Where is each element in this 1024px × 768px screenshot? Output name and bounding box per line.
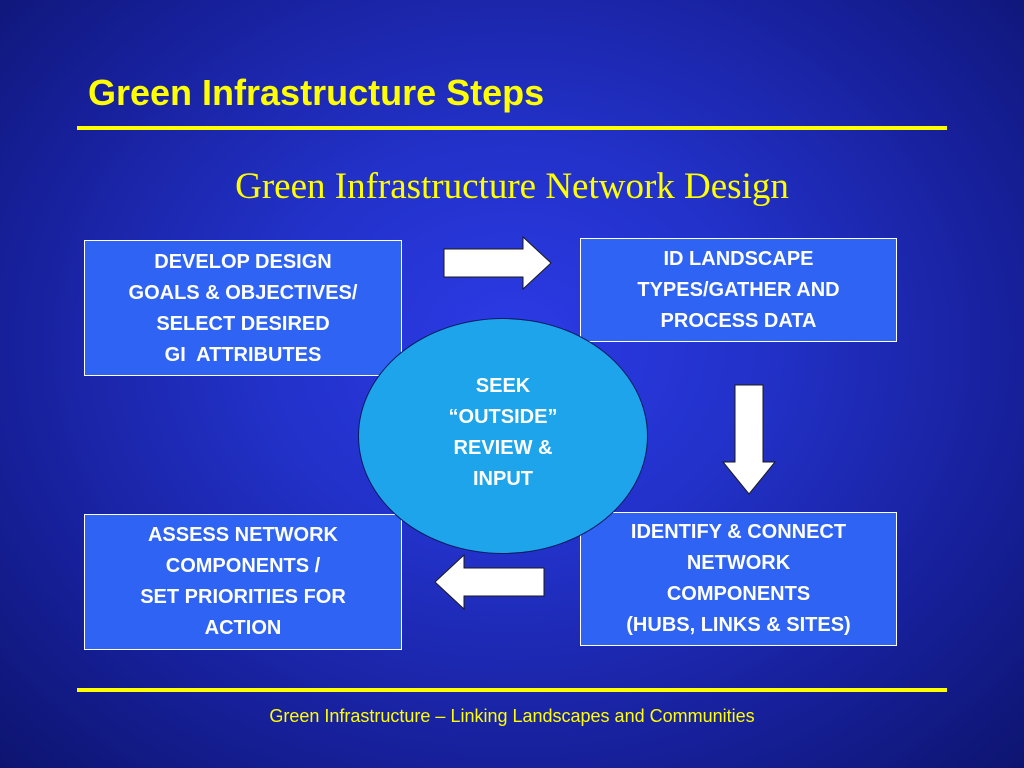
- arrow-down-icon: [722, 384, 776, 495]
- step-text-line: PROCESS DATA: [660, 309, 817, 332]
- slide-footer: Green Infrastructure – Linking Landscape…: [269, 706, 755, 726]
- step-identify-connect-components: IDENTIFY & CONNECT NETWORK COMPONENTS (H…: [580, 512, 897, 646]
- center-text-line: SEEK: [475, 375, 531, 397]
- center-text-line: INPUT: [473, 468, 533, 490]
- diagram-subtitle: Green Infrastructure Network Design: [235, 166, 789, 207]
- step-id-landscape-types: ID LANDSCAPE TYPES/GATHER AND PROCESS DA…: [580, 238, 897, 342]
- step-text-line: TYPES/GATHER AND: [637, 278, 840, 301]
- slide-title: Green Infrastructure Steps: [88, 72, 545, 113]
- step-text-line: ASSESS NETWORK: [147, 524, 338, 546]
- step-text-line: (HUBS, LINKS & SITES): [626, 614, 851, 636]
- step-text-line: GOALS & OBJECTIVES/: [128, 282, 358, 304]
- step-text-line: GI ATTRIBUTES: [164, 344, 322, 366]
- center-text-line: REVIEW &: [453, 437, 553, 459]
- step-assess-network-components: ASSESS NETWORK COMPONENTS / SET PRIORITI…: [84, 514, 402, 650]
- arrow-right-icon: [443, 236, 552, 290]
- step-text-line: SET PRIORITIES FOR: [140, 586, 346, 608]
- arrow-left-icon: [434, 554, 545, 610]
- center-review-ellipse: SEEK “OUTSIDE” REVIEW & INPUT: [358, 318, 648, 554]
- step-text-line: IDENTIFY & CONNECT: [630, 521, 847, 543]
- step-develop-design-goals: DEVELOP DESIGN GOALS & OBJECTIVES/ SELEC…: [84, 240, 402, 376]
- step-text-line: COMPONENTS /: [165, 555, 321, 577]
- title-underline: [77, 126, 947, 130]
- step-text-line: NETWORK: [686, 552, 791, 574]
- step-text-line: SELECT DESIRED: [156, 313, 330, 335]
- step-text-line: ACTION: [204, 617, 282, 639]
- center-text-line: “OUTSIDE”: [448, 406, 558, 428]
- step-text-line: ID LANDSCAPE: [663, 247, 814, 270]
- footer-rule: [77, 688, 947, 692]
- step-text-line: DEVELOP DESIGN: [154, 251, 332, 273]
- step-text-line: COMPONENTS: [666, 583, 811, 605]
